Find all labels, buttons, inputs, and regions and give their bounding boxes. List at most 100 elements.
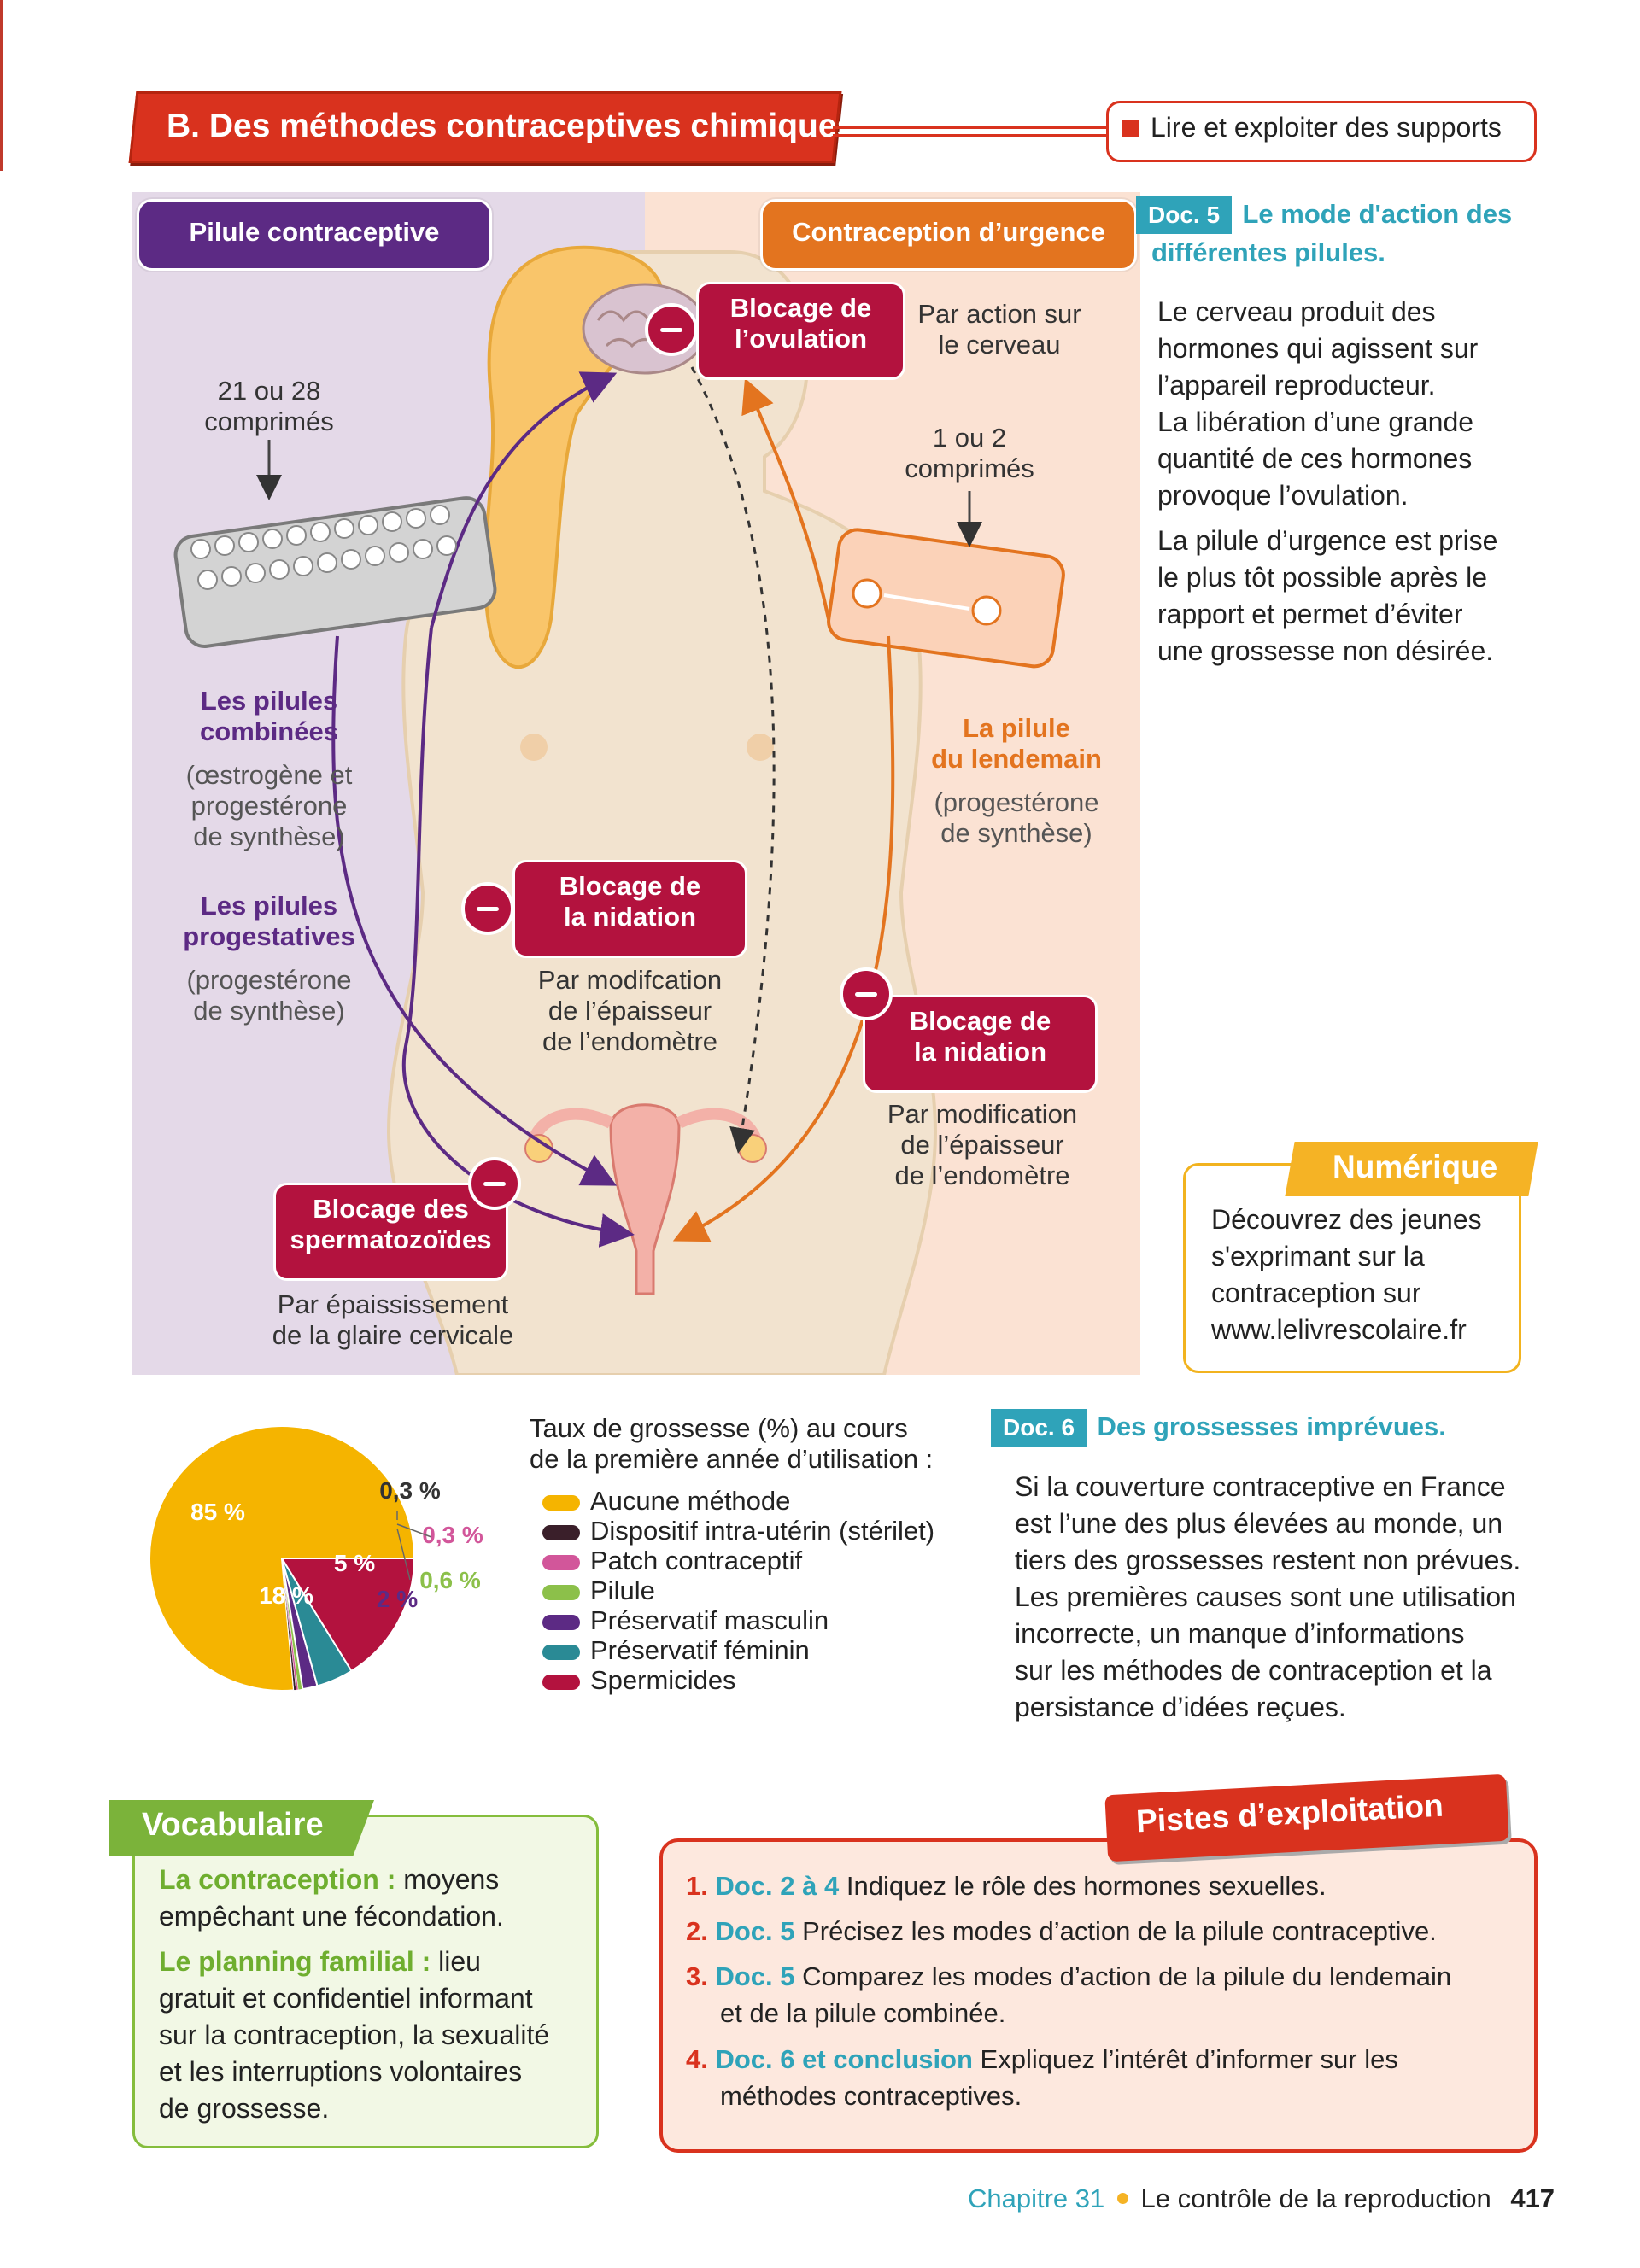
doc5-title-1: Le mode d'action des: [1242, 199, 1513, 229]
piste-item-1: 1. Doc. 2 à 4 Indiquez le rôle des hormo…: [686, 1871, 1327, 1901]
legend-swatch: [542, 1494, 580, 1511]
leader-line: [396, 1528, 411, 1581]
minus-icon: [461, 882, 514, 935]
minus-icon: [840, 967, 893, 1020]
legend-item: Aucune méthode: [542, 1486, 934, 1516]
numerique-box: [1183, 1163, 1521, 1373]
minus-icon: [468, 1157, 521, 1210]
legend-label: Aucune méthode: [590, 1486, 791, 1516]
page-number: 417: [1510, 2183, 1555, 2213]
pie-label-6: 18 %: [259, 1582, 313, 1609]
doc6-heading: Doc. 6 Des grossesses imprévues.: [991, 1409, 1538, 1447]
piste-item-3: 3. Doc. 5 Comparez les modes d’action de…: [686, 1961, 1452, 2028]
header-rule: [833, 126, 1106, 137]
doc5-title-2: différentes pilules.: [1151, 237, 1385, 267]
vocabulaire-tag: [109, 1800, 374, 1856]
term-planning-familial: Le planning familial :: [159, 1946, 431, 1977]
doc6-paragraph: Si la couverture contraceptive en France…: [1015, 1471, 1521, 1722]
skill-label: Lire et exploiter des supports: [1151, 112, 1502, 143]
legend-label: Préservatif féminin: [590, 1635, 810, 1665]
bullet-icon: [1116, 2193, 1128, 2205]
vocabulaire-title: Vocabulaire: [142, 1807, 324, 1843]
legend-label: Spermicides: [590, 1665, 736, 1695]
doc-link[interactable]: Doc. 5: [715, 1916, 795, 1946]
pie-slice-6: [280, 1558, 416, 1673]
pie-label-2: 0,3 %: [422, 1522, 483, 1548]
doc5-heading: Doc. 5 Le mode d'action des différentes …: [1136, 196, 1546, 268]
numerique-link[interactable]: www.lelivrescolaire.fr: [1211, 1314, 1467, 1345]
doc-link[interactable]: Doc. 2 à 4: [715, 1871, 840, 1901]
piste-item-2: 2. Doc. 5 Précisez les modes d’action de…: [686, 1916, 1437, 1946]
legend-swatch: [542, 1584, 580, 1600]
pie-label-3: 0,6 %: [419, 1567, 481, 1593]
legend-item: Préservatif féminin: [542, 1635, 934, 1665]
pie-slice-0: [149, 1425, 416, 1692]
doc-link[interactable]: Doc. 6 et conclusion: [715, 2044, 973, 2074]
legend-item: Spermicides: [542, 1665, 934, 1695]
page-footer: Chapitre 31 Le contrôle de la reproducti…: [968, 2183, 1555, 2214]
pill-pack-dots: [190, 505, 457, 590]
chapter-title: Le contrôle de la reproduction: [1140, 2183, 1491, 2213]
doc5-tag: Doc. 5: [1136, 196, 1233, 234]
numerique-title: Numérique: [1332, 1149, 1498, 1184]
skill-square-icon: [1122, 120, 1139, 137]
pregnancy-rate-pie-chart: 85 % 0,3 % 0,3 % 0,6 %2 %5 % 18 %: [149, 1425, 483, 1692]
vocabulaire-box: [132, 1815, 599, 2148]
pilule-contraceptive-heading: Pilule contraceptive: [137, 199, 492, 271]
legend-item: Pilule: [542, 1575, 934, 1605]
pie-label-4: 2 %: [377, 1586, 418, 1612]
legend-swatch: [542, 1644, 580, 1660]
legend-swatch: [542, 1524, 580, 1540]
legend-swatch: [542, 1674, 580, 1690]
legend-label: Préservatif masculin: [590, 1605, 829, 1635]
pie-label-5: 5 %: [334, 1550, 375, 1576]
term-contraception: La contraception :: [159, 1864, 396, 1895]
body-illustration: [132, 192, 1140, 1375]
legend-label: Patch contraceptif: [590, 1546, 803, 1575]
pie-label-0: 85 %: [190, 1499, 245, 1525]
pie-label-1: 0,3 %: [379, 1477, 441, 1504]
chapter-number: Chapitre 31: [968, 2183, 1105, 2213]
pistes-box: [659, 1838, 1538, 2153]
contraception-diagram: Pilule contraceptive Contraception d’urg…: [132, 192, 1140, 1375]
minus-icon: [645, 303, 698, 356]
leader-line: [396, 1523, 432, 1538]
doc6-title: Des grossesses imprévues.: [1097, 1412, 1446, 1441]
legend-swatch: [542, 1554, 580, 1570]
doc-link[interactable]: Doc. 5: [715, 1961, 795, 1991]
legend-label: Pilule: [590, 1575, 655, 1605]
legend-item: Patch contraceptif: [542, 1546, 934, 1575]
legend-label: Dispositif intra-utérin (stérilet): [590, 1516, 935, 1546]
vocabulaire-definitions: La contraception : moyens empêchant une …: [159, 1864, 550, 2124]
legend-item: Préservatif masculin: [542, 1605, 934, 1635]
contraception-urgence-heading: Contraception d’urgence: [760, 199, 1137, 271]
edge-marker: [0, 0, 3, 171]
section-title: B. Des méthodes contraceptives chimiques: [167, 108, 856, 144]
skill-box: [1106, 101, 1537, 162]
doc6-tag: Doc. 6: [991, 1409, 1087, 1447]
legend-swatch: [542, 1614, 580, 1630]
legend-item: Dispositif intra-utérin (stérilet): [542, 1516, 934, 1546]
piste-item-4: 4. Doc. 6 et conclusion Expliquez l’inté…: [686, 2044, 1398, 2111]
